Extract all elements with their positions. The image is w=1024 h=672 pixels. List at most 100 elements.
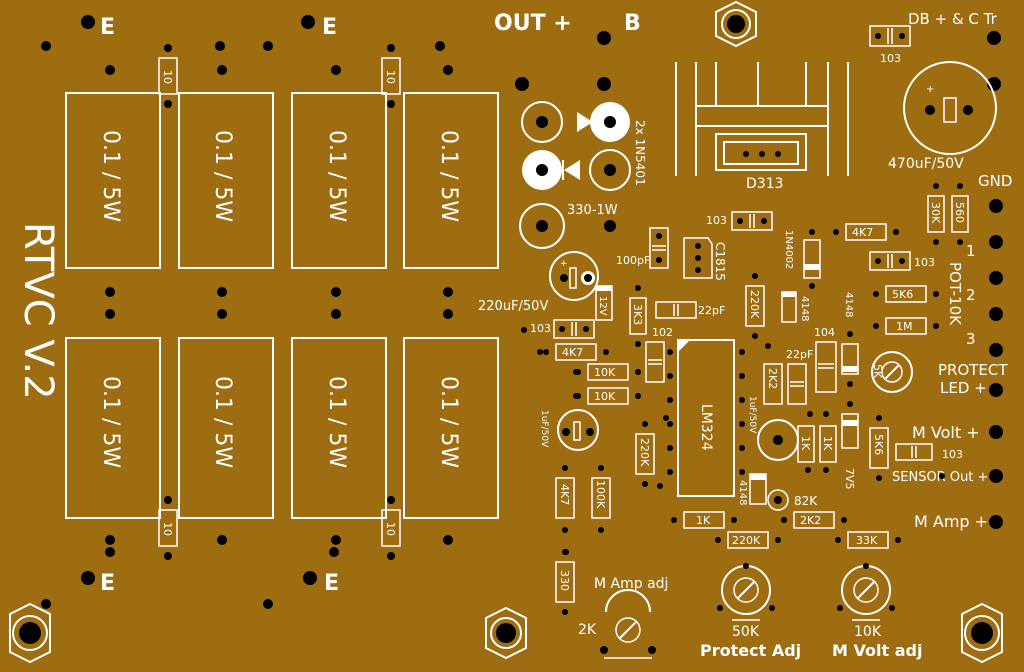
resistor-220k: 220K <box>635 421 655 487</box>
svg-text:3K3: 3K3 <box>631 304 644 325</box>
m-amp-label: M Amp + <box>914 512 988 531</box>
heatsink-d313: D313 <box>675 62 849 192</box>
pad <box>329 547 339 557</box>
out-plus-label: OUT + <box>494 11 572 36</box>
pad <box>989 199 1003 213</box>
pad <box>573 393 579 399</box>
power-resistor: 0.1 / 5W <box>403 65 499 297</box>
power-resistor-label: 0.1 / 5W <box>98 130 123 222</box>
resistor-220k: 220K <box>715 531 781 549</box>
capacitor-103: 103 <box>895 443 963 461</box>
power-resistor: 0.1 / 5W <box>65 309 161 545</box>
capacitor-470uf: + 470uF/50V <box>888 61 997 172</box>
resistor-82k: 82K <box>767 489 818 511</box>
svg-text:+: + <box>560 259 568 269</box>
power-resistor-label: 0.1 / 5W <box>436 376 461 468</box>
svg-text:220uF/50V: 220uF/50V <box>478 299 548 314</box>
pad <box>663 415 669 421</box>
pad <box>563 549 569 555</box>
pad <box>573 369 579 375</box>
resistor-30k: 30K <box>927 183 945 245</box>
svg-text:82K: 82K <box>794 494 818 508</box>
m-volt-label: M Volt + <box>912 423 980 442</box>
resistor-1k: 1K <box>819 425 837 463</box>
svg-text:103: 103 <box>530 322 551 335</box>
pad <box>263 41 273 51</box>
svg-text:330: 330 <box>558 570 571 591</box>
svg-text:33K: 33K <box>856 534 878 547</box>
e-label-top-left: E <box>100 15 115 40</box>
svg-text:1uF/50V: 1uF/50V <box>747 396 757 434</box>
pad <box>989 307 1003 321</box>
svg-text:C1815: C1815 <box>713 242 727 281</box>
pad <box>765 343 771 349</box>
power-resistor-label: 0.1 / 5W <box>324 376 349 468</box>
svg-text:10: 10 <box>161 522 174 536</box>
svg-text:103: 103 <box>706 214 727 227</box>
pot-pin-2: 2 <box>966 286 976 304</box>
svg-text:5K: 5K <box>871 364 884 379</box>
power-resistor-label: 0.1 / 5W <box>436 130 461 222</box>
power-resistor: 0.1 / 5W <box>178 65 274 297</box>
svg-text:470uF/50V: 470uF/50V <box>888 156 964 172</box>
svg-text:4K7: 4K7 <box>558 484 571 505</box>
svg-text:220K: 220K <box>638 438 651 467</box>
svg-text:1K: 1K <box>799 436 812 451</box>
svg-text:220K: 220K <box>748 290 761 319</box>
pad <box>989 343 1003 357</box>
pad <box>989 469 1003 483</box>
pad <box>597 77 611 91</box>
resistor-330-1w: 330-1W <box>519 203 618 249</box>
pad <box>989 515 1003 529</box>
pad <box>263 599 273 609</box>
capacitor-1uf: 1uF/50V <box>539 409 599 451</box>
capacitor-103: 103 <box>869 25 911 65</box>
pad <box>823 467 829 473</box>
svg-text:4K7: 4K7 <box>852 226 873 239</box>
pad <box>81 15 95 29</box>
resistor-10: 10 <box>158 44 178 108</box>
svg-text:2K2: 2K2 <box>800 514 821 527</box>
m-amp-adj-label: M Amp adj <box>594 576 668 592</box>
capacitor-103: 103 <box>530 319 595 339</box>
resistor-100k: 100K <box>591 465 611 533</box>
mount-hole-bottom-left <box>9 602 51 664</box>
pad <box>41 599 51 609</box>
svg-text:10: 10 <box>384 522 397 536</box>
e-label-top-right: E <box>322 15 337 40</box>
trimmer-m-volt <box>837 563 895 621</box>
power-resistor: 0.1 / 5W <box>178 309 274 545</box>
capacitor-22pf: 22pF <box>655 301 725 319</box>
pad <box>435 41 445 51</box>
capacitor-220uf: + 220uF/50V <box>478 251 599 314</box>
trimmer-protect <box>717 563 775 621</box>
diode-4148: 4148 <box>841 292 859 387</box>
svg-text:103: 103 <box>880 52 901 65</box>
svg-text:100pF: 100pF <box>616 254 650 267</box>
svg-text:104: 104 <box>814 326 835 339</box>
pad <box>41 41 51 51</box>
resistor-4k7: 4K7 <box>555 465 575 533</box>
pad <box>805 467 811 473</box>
b-label: B <box>624 11 641 36</box>
diode-4148: 4148 <box>737 473 767 505</box>
resistor-560: 560 <box>951 183 969 245</box>
svg-text:10K: 10K <box>594 390 616 403</box>
transistor-label: D313 <box>746 176 784 192</box>
m-volt-adj-label: M Volt adj <box>832 641 922 660</box>
power-resistor-label: 0.1 / 5W <box>324 130 349 222</box>
resistor-5k6: 5K6 <box>869 415 889 481</box>
transistor-c1815: C1815 <box>683 237 727 281</box>
svg-text:5K6: 5K6 <box>872 434 885 455</box>
pad <box>521 327 527 333</box>
pad <box>989 383 1003 397</box>
pad <box>939 473 945 479</box>
capacitor-100pf: 100pF <box>616 227 669 269</box>
svg-text:30K: 30K <box>929 202 942 224</box>
resistor-10k: 10K <box>575 363 641 381</box>
pot-pin-3: 3 <box>966 330 976 348</box>
svg-text:102: 102 <box>652 326 673 339</box>
db-ctr-label: DB + & C Tr <box>908 10 998 28</box>
